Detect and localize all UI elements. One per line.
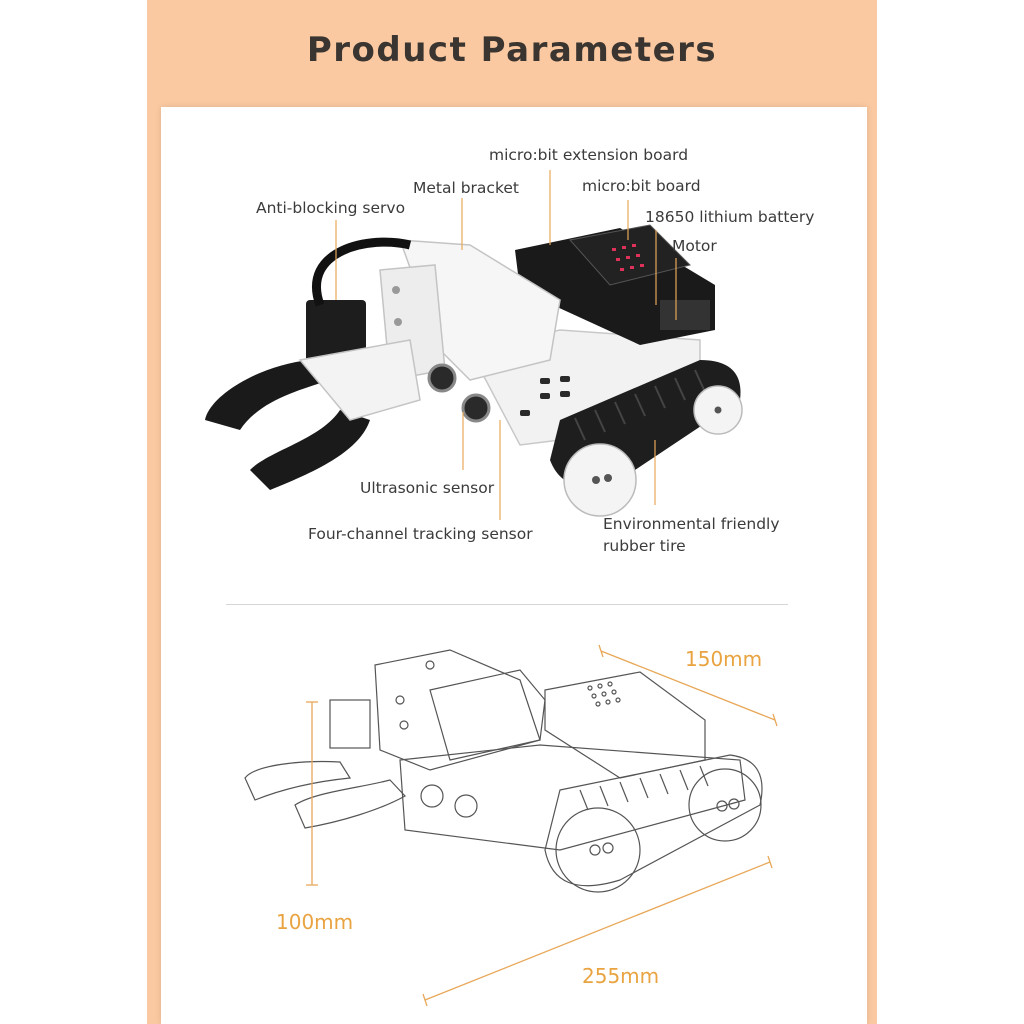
label-microbit-board: micro:bit board [582,177,701,195]
battery-holder [660,300,710,330]
drawing-gripper-lower [294,779,406,829]
dimension-width: 150mm [685,647,763,671]
dimension-line-width [600,650,776,721]
servo-cable [312,237,412,307]
label-battery: 18650 lithium battery [645,208,815,226]
drawing-gripper-upper [244,761,352,801]
gripper-mount [298,339,421,421]
drawing-chassis [399,744,746,851]
dimension-lines [306,644,778,1007]
drawing-ultrasonic-right [454,794,478,818]
label-metal-bracket: Metal bracket [413,179,519,197]
dimension-length: 255mm [582,964,660,988]
track-treads [574,369,706,441]
label-tire-line2: rubber tire [603,537,686,555]
gripper-lower-claw [250,410,370,490]
label-tire-line1: Environmental friendly [603,515,780,533]
microbit-board [569,224,691,286]
drawing-front-wheel [555,807,641,893]
leader-lines [335,170,677,520]
servo-body [306,300,366,362]
drawing-servo [329,699,371,749]
drawing-rear-wheel [688,768,762,842]
page-title: Product Parameters [306,30,718,70]
section-divider [226,604,788,605]
content-panel [161,107,867,1024]
drawing-bracket [374,649,541,771]
drawing-arm [429,669,546,761]
dimension-height: 100mm [276,910,354,934]
label-tracking: Four-channel tracking sensor [308,525,533,543]
drawing-board [544,671,706,779]
label-motor: Motor [672,237,717,255]
microbit-leds [612,244,644,271]
label-ultrasonic: Ultrasonic sensor [360,479,495,497]
label-servo: Anti-blocking servo [256,199,406,217]
dimension-line-length [424,861,771,1001]
drawing-track [544,754,763,887]
drawing-ultrasonic-left [420,784,444,808]
drawing-leds [587,681,621,707]
label-extension-board: micro:bit extension board [489,146,689,164]
ultrasonic-left-eye [427,363,457,393]
chassis-holes [520,376,570,416]
gripper-upper-claw [205,360,330,430]
drawing-treads [579,765,709,811]
ultrasonic-right-eye [461,393,491,423]
